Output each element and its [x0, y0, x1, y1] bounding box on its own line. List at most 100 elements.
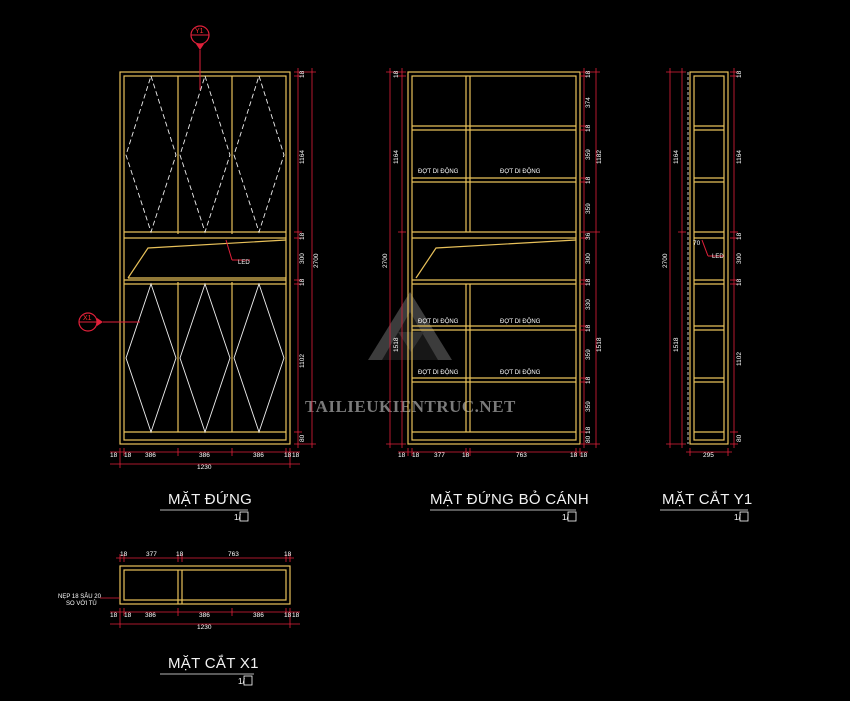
- dim-open-right-1: 374: [585, 97, 592, 108]
- scale-box-icon: [567, 511, 577, 522]
- scale-box-icon: [239, 511, 249, 522]
- open-bottom-dimension-lines: [398, 448, 588, 456]
- dim-x1-bottom-1: 18: [124, 612, 132, 619]
- section-y1: LED 70 1164 2700 1518 18 1164 18 300: [660, 68, 753, 522]
- open-view-title: MẶT ĐỨNG BỎ CÁNH: [430, 490, 589, 508]
- section-tag-y1: Y1: [190, 25, 210, 90]
- section-y1-bottom-dimension-line: [686, 448, 732, 456]
- front-right-dimension-lines: [294, 68, 316, 448]
- dim-x1-bottom-3: 386: [199, 612, 210, 619]
- dim-y1-left-0: 1164: [673, 150, 680, 164]
- dim-y1-right-2: 18: [736, 232, 743, 240]
- dim-y1-right-5: 1102: [736, 352, 743, 366]
- dim-open-bottom-1: 18: [412, 452, 420, 459]
- dim-front-bottom-2: 386: [145, 452, 156, 459]
- front-cabinet-outline: [119, 71, 291, 445]
- dim-x1-top-1: 377: [146, 551, 157, 558]
- dim-y1-left-2: 1518: [673, 337, 680, 352]
- dim-x1-top-3: 763: [228, 551, 239, 558]
- dim-x1-bottom-6: 18: [292, 612, 300, 619]
- dim-open-right-11: 359: [585, 349, 592, 360]
- dim-open-right-3: 359: [585, 149, 592, 160]
- dim-front-right-3: 300: [299, 253, 306, 264]
- shelf-label-1: ĐỢT DI ĐỘNG: [500, 168, 541, 175]
- dim-front-right-2: 18: [299, 232, 306, 240]
- dim-open-right-total-1: 1518: [596, 337, 603, 352]
- section-y1-outline: [689, 71, 729, 445]
- dim-front-bottom-5: 18: [284, 452, 292, 459]
- section-y1-title: MẶT CẮT Y1: [662, 490, 753, 508]
- dim-x1-bottom-2: 386: [145, 612, 156, 619]
- dim-open-right-7: 300: [585, 253, 592, 264]
- dim-open-bottom-0: 18: [398, 452, 406, 459]
- section-x1: 18 377 18 763 18 18 18 386 386 386 18 18…: [58, 551, 300, 686]
- dim-front-right-0: 18: [299, 70, 306, 78]
- dim-x1-total-width: 1230: [197, 624, 212, 631]
- dim-y1-left-1: 2700: [662, 253, 669, 268]
- dim-front-bottom-0: 18: [110, 452, 118, 459]
- dim-open-right-12: 18: [585, 376, 592, 384]
- open-right-dimension-lines: [580, 68, 600, 448]
- section-x1-note-line1: NẸP 18 SÂU 20: [58, 593, 102, 600]
- dim-open-right-4: 18: [585, 176, 592, 184]
- dim-y1-right-1: 1164: [736, 150, 743, 164]
- dim-front-bottom-1: 18: [124, 452, 132, 459]
- section-y1-left-dimension-lines: [666, 68, 686, 448]
- dim-open-right-13: 359: [585, 401, 592, 412]
- dim-y1-right-6: 80: [736, 434, 743, 442]
- dim-y1-depth: 295: [703, 452, 714, 459]
- door-swing-diamonds-bottom: [125, 282, 285, 434]
- shelf-label-0: ĐỢT DI ĐỘNG: [418, 168, 459, 175]
- dim-open-right-total-0: 1182: [596, 150, 603, 164]
- svg-text:X1: X1: [83, 315, 92, 322]
- dim-open-left-1: 1164: [393, 150, 400, 164]
- front-bottom-dimension-lines: [110, 448, 300, 468]
- led-label: LED: [238, 260, 250, 266]
- section-y1-right-dimension-lines: [730, 68, 738, 448]
- front-elevation-no-doors: ĐỢT DI ĐỘNG ĐỢT DI ĐỘNG ĐỢT DI ĐỘNG ĐỢT …: [382, 68, 603, 522]
- dim-x1-bottom-0: 18: [110, 612, 118, 619]
- dim-open-right-9: 330: [585, 299, 592, 310]
- front-view-title: MẶT ĐỨNG: [168, 491, 252, 508]
- dim-open-right-2: 18: [585, 124, 592, 132]
- front-view-scale: 1/: [234, 513, 241, 522]
- dim-open-left-0: 18: [393, 70, 400, 78]
- dim-open-right-10: 18: [585, 324, 592, 332]
- dim-open-right-14: 18: [585, 426, 592, 434]
- watermark-logo: [368, 292, 452, 360]
- section-x1-scale: 1/: [238, 677, 245, 686]
- dim-x1-top-2: 18: [176, 551, 184, 558]
- door-swing-diamonds-top: [125, 74, 285, 234]
- open-left-dimension-lines: [386, 68, 406, 448]
- section-x1-bottom-dimension-lines: [110, 608, 300, 628]
- dim-open-right-8: 18: [585, 278, 592, 286]
- dim-x1-top-4: 18: [284, 551, 292, 558]
- section-x1-top-dimension-lines: [116, 554, 294, 562]
- dim-front-bottom-3: 386: [199, 452, 210, 459]
- section-y1-led-label: LED: [712, 254, 724, 260]
- dim-front-total-width: 1230: [197, 464, 212, 471]
- scale-box-icon: [243, 675, 253, 686]
- dim-front-right-6: 80: [299, 434, 306, 442]
- scale-box-icon: [739, 511, 749, 522]
- dim-open-bottom-2: 377: [434, 452, 445, 459]
- dim-open-bottom-6: 18: [580, 452, 588, 459]
- dim-open-bottom-5: 18: [570, 452, 578, 459]
- dim-front-bottom-6: 18: [292, 452, 300, 459]
- shelf-label-3: ĐỢT DI ĐỘNG: [500, 318, 541, 325]
- shelf-label-4: ĐỢT DI ĐỘNG: [418, 369, 459, 376]
- svg-text:Y1: Y1: [195, 28, 204, 35]
- section-tag-x1: X1: [78, 312, 140, 332]
- watermark-text: TAILIEUKIENTRUC.NET: [305, 397, 516, 416]
- dim-front-bottom-4: 386: [253, 452, 264, 459]
- dim-open-right-0: 18: [585, 70, 592, 78]
- dim-open-bottom-4: 763: [516, 452, 527, 459]
- dim-front-right-5: 1102: [299, 354, 306, 368]
- dim-x1-top-0: 18: [120, 551, 128, 558]
- section-y1-led-dim: 70: [693, 240, 701, 247]
- front-elevation: LED Y1 X1 18 1: [78, 25, 320, 522]
- section-x1-outline: [119, 565, 291, 605]
- dim-open-left-2: 2700: [382, 253, 389, 268]
- dim-open-left-3: 1518: [393, 337, 400, 352]
